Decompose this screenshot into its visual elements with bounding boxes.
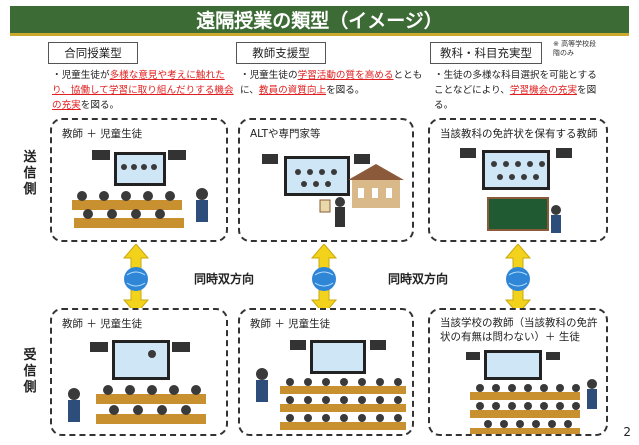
description-highlight: 多様な意見や考えに触れたり、協働して学習に取り組んだりする機会の充実 (52, 70, 234, 111)
receive-panel-teacher-support: 教師 ＋ 児童生徒 (238, 308, 414, 436)
panel-title: 教師 ＋ 児童生徒 (62, 318, 143, 330)
side-label-receive: 受信側 (23, 348, 37, 395)
type-label-teacher-support: 教師支援型 (236, 42, 326, 64)
classroom-illustration (466, 350, 597, 434)
description-text: とともに、 (240, 70, 423, 96)
send-panel-subject: 当該教科の免許状を保有する教師 (428, 118, 608, 242)
two-way-arrow-icon (504, 244, 532, 314)
send-panel-teacher-support: ALTや専門家等 (238, 118, 414, 242)
expert-illustration (262, 154, 404, 227)
description-text: を図る。 (326, 85, 365, 96)
description-text: を図る。 (434, 85, 597, 111)
licensed-teacher-illustration (460, 148, 572, 233)
description-highlight: 学習活動の質を高める (297, 70, 394, 81)
type-label-subject: 教科・科目充実型 (430, 42, 542, 64)
description-text: ・児童生徒の (240, 70, 298, 81)
classroom-illustration (68, 340, 206, 424)
receive-panel-joint: 教師 ＋ 児童生徒 (50, 308, 228, 436)
description-subject: ・生徒の多様な科目選択を可能とすることなどにより、学習機会の充実を図る。 (434, 68, 604, 113)
page-number: 2 (623, 425, 631, 439)
high-school-note: ※ 高等学校段階のみ (553, 40, 597, 57)
description-highlight: 教員の資質向上 (258, 85, 327, 96)
type-label-joint: 合同授業型 (48, 42, 138, 64)
description-text: ・生徒の多様な科目選択を可能とすることなどにより、 (434, 70, 597, 96)
panel-title: 教師 ＋ 児童生徒 (250, 318, 331, 330)
description-text: を図る。 (80, 100, 120, 111)
panel-title: 当該学校の教師（当該教科の免許状の有無は問わない）＋ 生徒 (440, 317, 598, 343)
sync-label: 同時双方向 (388, 272, 449, 286)
side-label-send: 送信側 (23, 150, 37, 197)
classroom-illustration (72, 150, 208, 228)
description-text: ・児童生徒が (52, 70, 110, 81)
panel-title: 教師 ＋ 児童生徒 (62, 128, 143, 140)
two-way-arrow-icon (122, 244, 150, 314)
description-joint: ・児童生徒が多様な意見や考えに触れたり、協働して学習に取り組んだりする機会の充実… (52, 68, 242, 113)
classroom-illustration (256, 340, 406, 430)
description-teacher-support: ・児童生徒の学習活動の質を高めるとともに、教員の資質向上を図る。 (240, 68, 426, 98)
page-title: 遠隔授業の類型（イメージ） (10, 6, 629, 36)
two-way-arrow-icon (310, 244, 338, 314)
description-highlight: 学習機会の充実 (509, 85, 578, 96)
receive-panel-subject: 当該学校の教師（当該教科の免許状の有無は問わない）＋ 生徒 (428, 308, 608, 436)
panel-title: ALTや専門家等 (250, 128, 321, 140)
sync-label: 同時双方向 (194, 272, 255, 286)
send-panel-joint: 教師 ＋ 児童生徒 (50, 118, 228, 242)
panel-title: 当該教科の免許状を保有する教師 (440, 128, 598, 140)
